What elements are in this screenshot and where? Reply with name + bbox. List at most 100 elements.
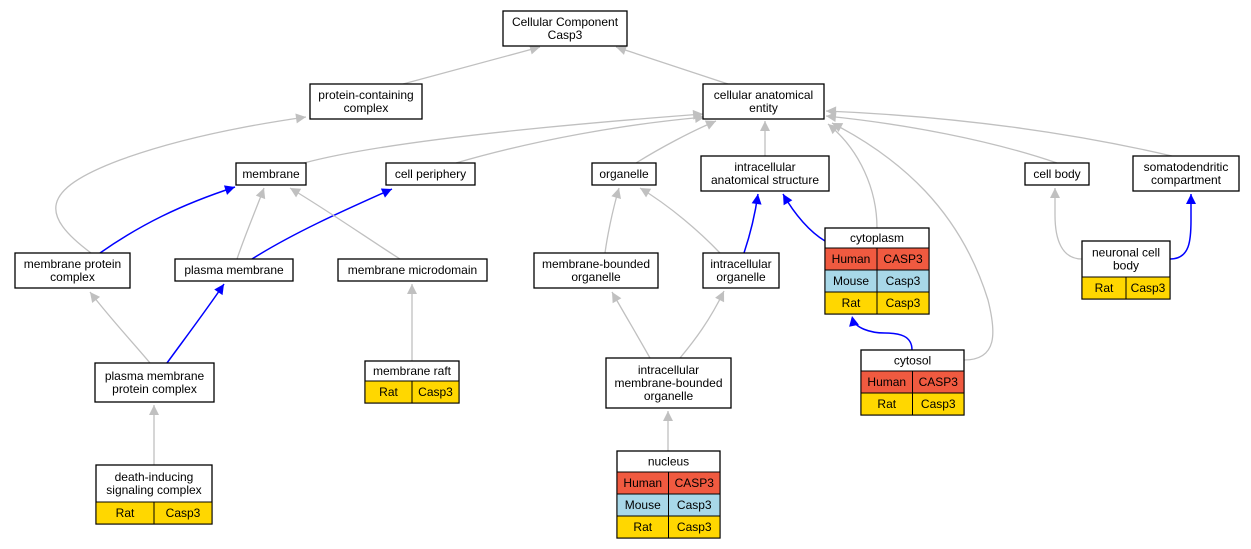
arrowhead-icon	[704, 120, 716, 130]
edge-line	[455, 116, 706, 164]
arrowhead-icon	[214, 284, 224, 296]
arrowhead-icon	[783, 194, 793, 206]
arrowhead-icon	[223, 185, 235, 195]
node-label: body	[1113, 259, 1139, 273]
species-label: Rat	[877, 397, 896, 411]
node-label: anatomical structure	[711, 173, 819, 187]
node-box	[309, 83, 423, 120]
node-label: cytosol	[894, 354, 931, 368]
node-label: signaling complex	[106, 483, 201, 497]
edge-cell-body-to-cellular-entity	[825, 112, 1058, 164]
edge-line	[89, 291, 151, 364]
node-label: membrane	[242, 167, 300, 181]
node-cell-periphery[interactable]: cell periphery	[385, 162, 476, 186]
node-membrane-microdomain[interactable]: membrane microdomain	[337, 258, 488, 282]
edge-line	[236, 187, 265, 260]
node-label: neuronal cell	[1092, 246, 1160, 260]
edge-line	[679, 290, 725, 359]
edge-membrane-bounded-organelle-to-organelle	[604, 187, 621, 254]
node-box	[1132, 155, 1240, 192]
edge-cytoplasm-to-intracellular-struct	[782, 193, 826, 242]
node-cell-body[interactable]: cell body	[1024, 162, 1090, 186]
node-box	[700, 155, 830, 192]
node-label: intracellular	[734, 160, 795, 174]
edge-line	[251, 188, 393, 260]
node-plasma-membrane[interactable]: plasma membrane	[174, 258, 294, 282]
edge-line	[611, 291, 651, 359]
gene-label: CASP3	[675, 476, 715, 490]
node-label: cytoplasm	[850, 231, 904, 245]
arrowhead-icon	[295, 113, 306, 124]
edge-membrane-protein-complex-to-membrane	[99, 185, 236, 254]
edge-neuronal-cell-body-to-cell-body	[1050, 188, 1083, 260]
arrowhead-icon	[1186, 194, 1196, 204]
species-label: Rat	[379, 385, 398, 399]
edge-death-inducing-to-plasma-membrane-protein-complex	[149, 405, 159, 465]
gene-label: Casp3	[677, 520, 712, 534]
edge-line	[639, 187, 721, 254]
node-box	[702, 83, 825, 120]
node-label: cell body	[1033, 167, 1080, 181]
edge-line	[55, 116, 307, 254]
gene-label: Casp3	[1131, 281, 1166, 295]
gene-label: Casp3	[886, 274, 921, 288]
arrowhead-icon	[616, 45, 628, 55]
gene-cell	[153, 501, 213, 525]
node-box	[174, 258, 294, 282]
arrowhead-icon	[149, 405, 159, 415]
node-box	[1024, 162, 1090, 186]
arrowhead-icon	[529, 44, 540, 55]
arrowhead-icon	[832, 123, 844, 133]
node-label: Cellular Component	[512, 15, 619, 29]
node-label: organelle	[716, 270, 766, 284]
edge-organelle-to-cellular-entity	[635, 120, 717, 164]
edge-line	[402, 46, 541, 85]
edge-plasma-membrane-protein-complex-to-plasma-membrane	[166, 283, 225, 364]
gene-label: Casp3	[886, 296, 921, 310]
node-membrane[interactable]: membrane	[235, 162, 307, 186]
edges-layer	[55, 44, 1196, 465]
edge-line	[615, 46, 729, 85]
node-label: intracellular	[710, 257, 771, 271]
arrowhead-icon	[715, 291, 725, 303]
node-box	[502, 10, 628, 47]
node-box	[337, 258, 488, 282]
gene-cell	[668, 515, 721, 539]
edge-line	[289, 187, 401, 260]
node-label: somatodendritic	[1144, 160, 1229, 174]
node-label: plasma membrane	[105, 369, 205, 383]
node-label: death-inducing	[115, 470, 194, 484]
arrowhead-icon	[760, 121, 770, 131]
edge-neuronal-cell-body-to-somatodendritic	[1169, 194, 1196, 260]
node-label: entity	[749, 101, 778, 115]
edge-plasma-membrane-to-cell-periphery	[251, 188, 393, 260]
edge-intracellular-struct-to-cellular-entity	[760, 121, 770, 156]
edge-intracellular-mbo-to-membrane-bounded-organelle	[611, 291, 651, 359]
edge-intracellular-mbo-to-intracellular-organelle	[679, 290, 725, 359]
edge-line	[825, 115, 1058, 164]
node-organelle[interactable]: organelle	[591, 162, 657, 186]
node-box	[533, 252, 659, 289]
node-label: organelle	[571, 270, 621, 284]
